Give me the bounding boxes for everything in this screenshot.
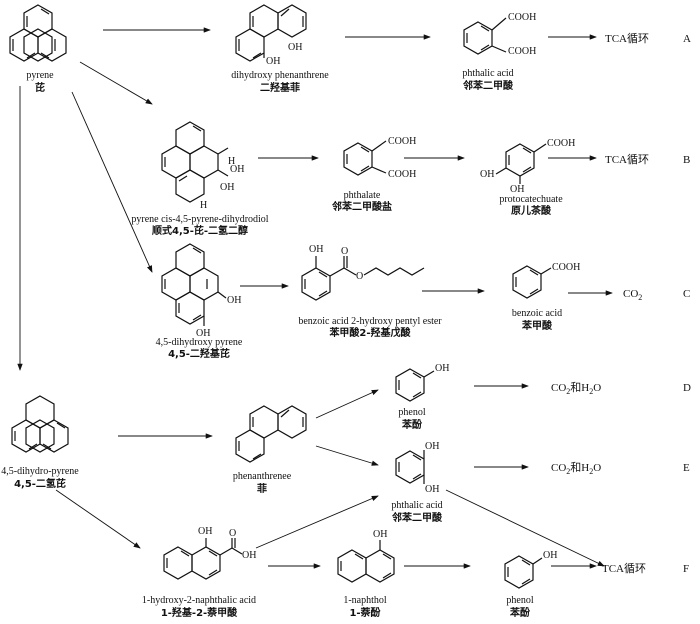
pyrene-structure bbox=[9, 4, 67, 62]
co2-product: CO2 bbox=[623, 288, 642, 302]
arrow bbox=[255, 495, 379, 549]
h-atom: H bbox=[228, 156, 235, 167]
phenol-structure bbox=[395, 368, 435, 402]
oh-group: OH bbox=[242, 550, 256, 561]
arrow bbox=[315, 445, 379, 466]
naphthalic-acid-label-zh: 1-羟基-2-萘甲酸 bbox=[161, 606, 238, 619]
phenol-f-structure bbox=[504, 555, 543, 589]
phenol-label: phenol bbox=[398, 407, 425, 418]
row-label-e: E bbox=[683, 462, 690, 474]
oh-group: OH bbox=[198, 526, 212, 537]
reaction-arrows bbox=[17, 27, 613, 569]
benzoic-acid-structure bbox=[512, 265, 552, 299]
oh-group: OH bbox=[230, 164, 244, 175]
carbonyl-o: O bbox=[341, 246, 348, 257]
phenol-f-label: phenol bbox=[506, 595, 533, 606]
dihydroxy-pyrene-label: 4,5-dihydroxy pyrene bbox=[156, 337, 243, 348]
naphthalic-acid-structure bbox=[163, 538, 243, 580]
row-label-c: C bbox=[683, 288, 690, 300]
arrow bbox=[71, 91, 153, 273]
oh-group: OH bbox=[227, 295, 241, 306]
dihydroxy-phenanthrene-label: dihydroxy phenanthrene bbox=[231, 70, 329, 81]
phenanthrene-label-zh: 菲 bbox=[257, 482, 267, 495]
protocatechuate-label: protocatechuate bbox=[499, 194, 563, 205]
cooh-group: COOH bbox=[552, 262, 580, 273]
arrow bbox=[55, 489, 141, 549]
dihydro-pyrene-structure bbox=[11, 395, 69, 453]
naphthalic-acid-label: 1-hydroxy-2-naphthalic acid bbox=[142, 595, 256, 606]
benzoic-ester-structure bbox=[301, 256, 425, 301]
phthalate-structure bbox=[343, 140, 387, 176]
benzoic-ester-label: benzoic acid 2-hydroxy pentyl ester bbox=[298, 316, 442, 327]
phenanthrene-structure bbox=[235, 405, 307, 463]
naphthol-structure bbox=[337, 540, 395, 583]
arrow bbox=[445, 489, 605, 567]
dihydro-pyrene-label-zh: 4,5-二氢芘 bbox=[14, 477, 66, 490]
cooh-group: COOH bbox=[547, 138, 575, 149]
benzoic-ester-label-zh: 苯甲酸2-羟基戊酸 bbox=[328, 326, 411, 339]
oh-group: OH bbox=[373, 529, 387, 540]
protocatechuate-label-zh: 原儿茶酸 bbox=[511, 204, 552, 217]
row-label-a: A bbox=[683, 33, 691, 45]
oh-group: OH bbox=[288, 42, 302, 53]
phthalic-acid-structure bbox=[463, 17, 507, 55]
co2-h2o-product: CO2和H2O bbox=[551, 461, 601, 476]
cooh-group: COOH bbox=[388, 136, 416, 147]
oh-group: OH bbox=[309, 244, 323, 255]
row-label-b: B bbox=[683, 154, 690, 166]
dihydroxy-phenanthrene-label-zh: 二羟基菲 bbox=[260, 81, 300, 94]
phthalate-label: phthalate bbox=[344, 190, 381, 201]
carbonyl-o: O bbox=[229, 528, 236, 539]
cooh-group: COOH bbox=[508, 46, 536, 57]
phthalic-acid-label: phthalic acid bbox=[462, 68, 513, 79]
oh-group: OH bbox=[266, 56, 280, 67]
oh-group: OH bbox=[510, 184, 524, 195]
benzoic-acid-label-zh: 苯甲酸 bbox=[521, 319, 553, 332]
cooh-group: OH bbox=[425, 484, 439, 495]
pyrene-dihydrodiol-label: pyrene cis-4,5-pyrene-dihydrodiol bbox=[131, 214, 268, 225]
tca-cycle-product: TCA循环 bbox=[602, 562, 646, 575]
cooh-group: OH bbox=[425, 441, 439, 452]
dihydroxy-pyrene-structure bbox=[161, 243, 227, 326]
naphthol-label-zh: 1-萘酚 bbox=[349, 606, 381, 619]
phenanthrene-label: phenanthrenee bbox=[233, 471, 292, 482]
phthalic-acid-e-label: phthalic acid bbox=[391, 500, 442, 511]
oh-group: OH bbox=[220, 182, 234, 193]
ester-o: O bbox=[356, 271, 363, 282]
phthalic-acid-label-zh: 邻苯二甲酸 bbox=[463, 79, 514, 92]
h-atom: H bbox=[200, 200, 207, 211]
benzoic-acid-label: benzoic acid bbox=[512, 308, 562, 319]
oh-group: OH bbox=[543, 550, 557, 561]
tca-cycle-product: TCA循环 bbox=[605, 32, 649, 45]
dihydroxy-pyrene-label-zh: 4,5-二羟基芘 bbox=[168, 347, 230, 360]
arrow bbox=[79, 61, 153, 105]
dihydroxy-phenanthrene-structure bbox=[235, 4, 307, 62]
oh-group: OH bbox=[435, 363, 449, 374]
cooh-group: COOH bbox=[388, 169, 416, 180]
pyrene-dihydrodiol-structure bbox=[161, 121, 229, 203]
pyrene-dihydrodiol-label-zh: 顺式4,5-芘-二氢二醇 bbox=[152, 224, 248, 237]
row-label-f: F bbox=[683, 563, 689, 575]
co2-h2o-product: CO2和H2O bbox=[551, 381, 601, 396]
arrow bbox=[315, 389, 379, 419]
row-label-d: D bbox=[683, 382, 691, 394]
phthalate-label-zh: 邻苯二甲酸盐 bbox=[332, 200, 392, 213]
phthalic-acid-e-structure bbox=[395, 450, 425, 484]
phenol-label-zh: 苯酚 bbox=[401, 418, 423, 431]
tca-cycle-product: TCA循环 bbox=[605, 153, 649, 166]
phthalic-acid-e-label-zh: 邻苯二甲酸 bbox=[392, 511, 443, 524]
pyrene-label-zh: 芘 bbox=[35, 81, 45, 94]
naphthol-label: 1-naphthol bbox=[343, 595, 387, 606]
pyrene-label: pyrene bbox=[26, 70, 54, 81]
oh-group: OH bbox=[480, 169, 494, 180]
phenol-f-label-zh: 苯酚 bbox=[509, 606, 531, 619]
dihydro-pyrene-label: 4,5-dihydro-pyrene bbox=[1, 466, 79, 477]
protocatechuate-structure bbox=[495, 143, 547, 184]
cooh-group: COOH bbox=[508, 12, 536, 23]
oh-group: OH bbox=[196, 328, 210, 339]
